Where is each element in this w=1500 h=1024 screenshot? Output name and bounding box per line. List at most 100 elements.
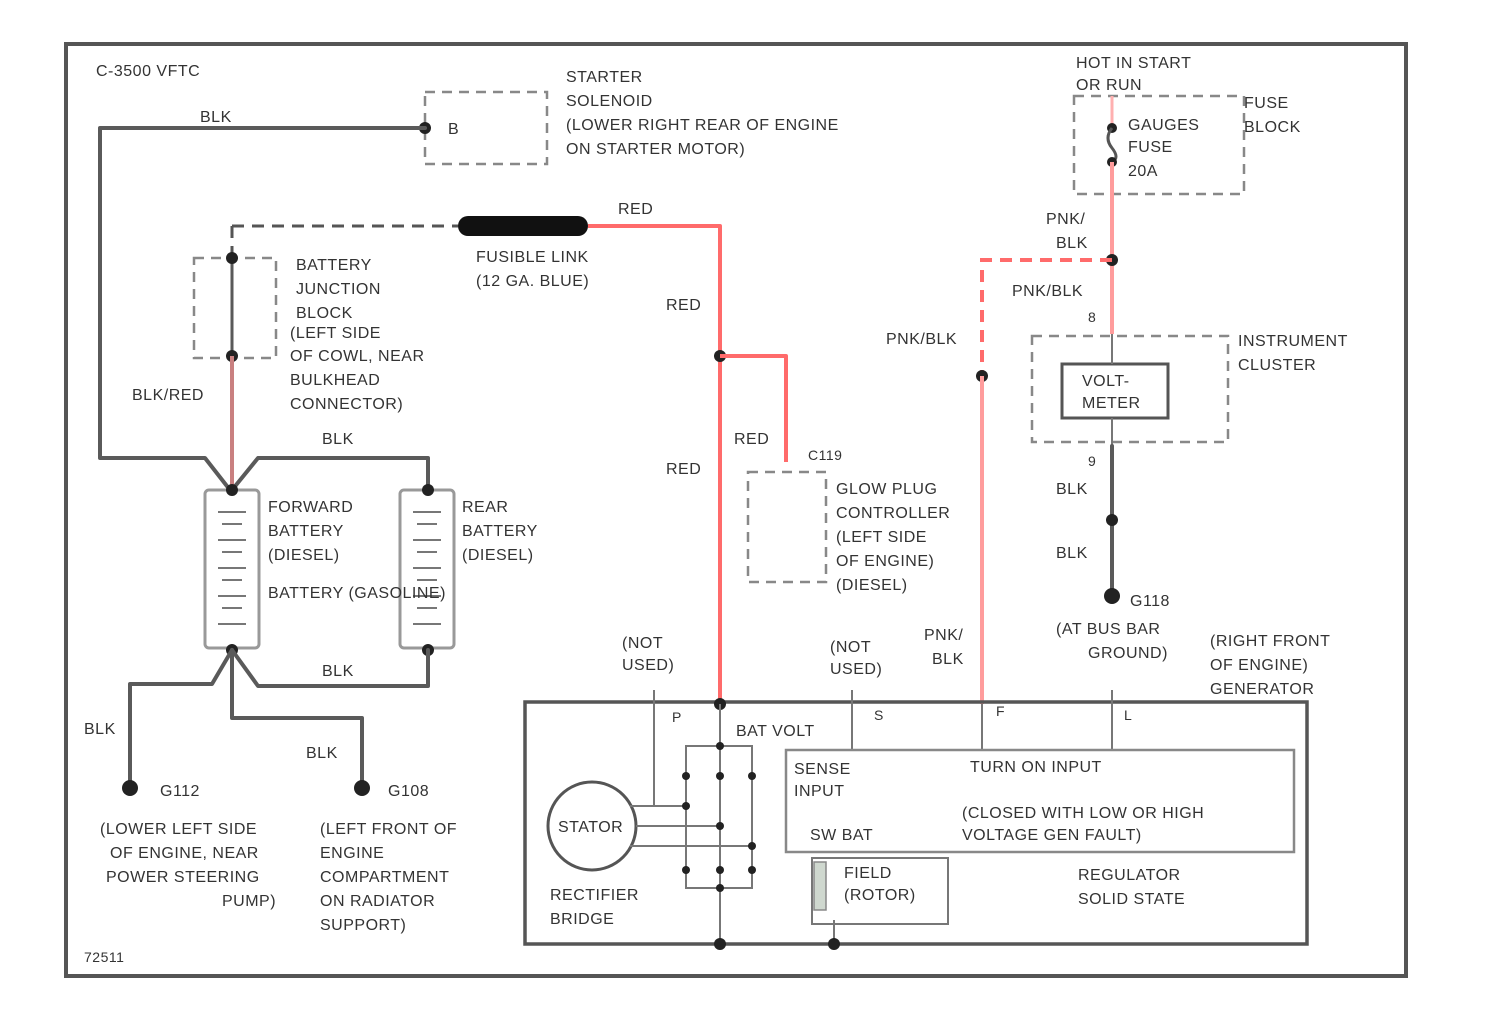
ground-g112-symbol [122,780,138,796]
glow-plug-label-2: CONTROLLER [836,505,950,522]
ground-g108: G108 (LEFT FRONT OF ENGINE COMPARTMENT O… [320,780,457,934]
junction-label-5: OF COWL, NEAR [290,348,425,365]
fusible-link-label-2: (12 GA. BLUE) [476,273,589,290]
g112-label-3: POWER STEERING [106,869,260,886]
g112-label-4: PUMP) [222,893,276,910]
hot-label-2: OR RUN [1076,77,1142,94]
junction-node-top [226,252,238,264]
fuse-block: GAUGES FUSE 20A FUSE BLOCK [1074,95,1301,194]
ground-g112: G112 (LOWER LEFT SIDE OF ENGINE, NEAR PO… [100,780,276,910]
wire-label-blk-cluster-2: BLK [1056,545,1088,562]
rear-battery-label-1: REAR [462,499,508,516]
pin-f: F [996,703,1005,719]
ground-node-1 [714,938,726,950]
solenoid-label-4: ON STARTER MOTOR) [566,141,745,158]
ground-g118: G118 (AT BUS BAR GROUND) [1056,588,1170,662]
wire-label-red-4: RED [666,461,701,478]
pin-s: S [874,707,884,723]
glow-plug-connector: C119 [808,447,842,463]
wire-blk-solenoid [100,128,425,490]
cluster-pin-top: 8 [1088,309,1096,325]
rear-battery: REAR BATTERY (DIESEL) [400,484,538,656]
starter-solenoid-box [425,92,547,164]
junction-label-2: JUNCTION [296,281,381,298]
bat-volt-label: BAT VOLT [736,723,815,740]
ground-g108-symbol [354,780,370,796]
ground-node-2 [828,938,840,950]
fuse-block-label-1: FUSE [1244,95,1289,112]
junction-label-1: BATTERY [296,257,372,274]
voltmeter-label-2: METER [1082,395,1141,412]
ground-g112-id: G112 [160,783,200,800]
junction-label-7: CONNECTOR) [290,396,403,413]
g112-label-1: (LOWER LEFT SIDE [100,821,257,838]
forward-battery-label-1: FORWARD [268,499,353,516]
generator: P S F L BAT VOLT SENSE INPUT TURN ON INP… [525,690,1307,950]
fuse-element [1108,128,1116,162]
forward-battery: FORWARD BATTERY (DIESEL) [205,484,353,656]
g112-label-2: OF ENGINE, NEAR [110,845,259,862]
ground-g108-id: G108 [388,783,429,800]
wire-label-blk-g112: BLK [84,721,116,738]
pin-p: P [672,709,682,725]
not-used-1-line-1: (NOT [622,635,663,652]
fusible-link-label-1: FUSIBLE LINK [476,249,589,266]
stator-leads [630,806,752,846]
fuse-label-1: GAUGES [1128,117,1199,134]
rear-battery-cells [413,512,441,624]
wire-label-blk-batt-top: BLK [322,431,354,448]
hot-label-1: HOT IN START [1076,55,1191,72]
corner-label: C-3500 VFTC [96,63,200,80]
wire-label-blk-batt-bottom: BLK [322,663,354,680]
fuse-label-2: FUSE [1128,139,1173,156]
forward-battery-label-3: (DIESEL) [268,547,340,564]
fuse-label-3: 20A [1128,163,1158,180]
regulator-label-1: REGULATOR [1078,867,1181,884]
g108-label-2: ENGINE [320,845,384,862]
g118-label-1: (AT BUS BAR [1056,621,1160,638]
starter-solenoid: B STARTER SOLENOID (LOWER RIGHT REAR OF … [419,69,839,164]
sense-input-1: SENSE [794,761,851,778]
g108-label-4: ON RADIATOR [320,893,435,910]
closed-note-2: VOLTAGE GEN FAULT) [962,827,1142,844]
junction-label-4: (LEFT SIDE [290,325,381,342]
regulator-label-2: SOLID STATE [1078,891,1185,908]
wire-label-blk-red: BLK/RED [132,387,204,404]
glow-plug-label-1: GLOW PLUG [836,481,937,498]
glow-plug-label-5: (DIESEL) [836,577,908,594]
wire-label-blk-g108: BLK [306,745,338,762]
forward-battery-cells [218,512,246,624]
junction-label-3: BLOCK [296,305,353,322]
rear-battery-label-2: BATTERY [462,523,538,540]
diagram-frame [66,44,1406,976]
wire-label-red-2: RED [666,297,701,314]
gas-battery-label: BATTERY (GASOLINE) [268,585,446,602]
generator-label-2: OF ENGINE) [1210,657,1308,674]
wire-label-pnk-blk-1: PNK/BLK [1012,283,1083,300]
rear-battery-label-3: (DIESEL) [462,547,534,564]
generator-label-1: (RIGHT FRONT [1210,633,1330,650]
rear-battery-pos [422,484,434,496]
not-used-2-line-1: (NOT [830,639,871,656]
glow-plug-controller: C119 GLOW PLUG CONTROLLER (LEFT SIDE OF … [748,447,950,594]
junction-label-6: BULKHEAD [290,372,380,389]
instrument-cluster: 8 VOLT- METER INSTRUMENT CLUSTER 9 [1032,309,1348,469]
wire-blk-g112 [130,650,232,788]
battery-junction-box [194,258,276,358]
cluster-pin-bottom: 9 [1088,453,1096,469]
closed-note-1: (CLOSED WITH LOW OR HIGH [962,805,1204,822]
wire-label-red-1: RED [618,201,653,218]
forward-battery-label-2: BATTERY [268,523,344,540]
field-coil [814,862,826,910]
wire-label-red-3: RED [734,431,769,448]
g108-label-1: (LEFT FRONT OF [320,821,457,838]
ground-g118-id: G118 [1130,593,1170,610]
g108-label-3: COMPARTMENT [320,869,449,886]
generator-box [525,702,1307,944]
forward-battery-pos [226,484,238,496]
fuse-block-label-2: BLOCK [1244,119,1301,136]
generator-label-3: GENERATOR [1210,681,1314,698]
pin-l: L [1124,707,1132,723]
solenoid-label-2: SOLENOID [566,93,653,110]
